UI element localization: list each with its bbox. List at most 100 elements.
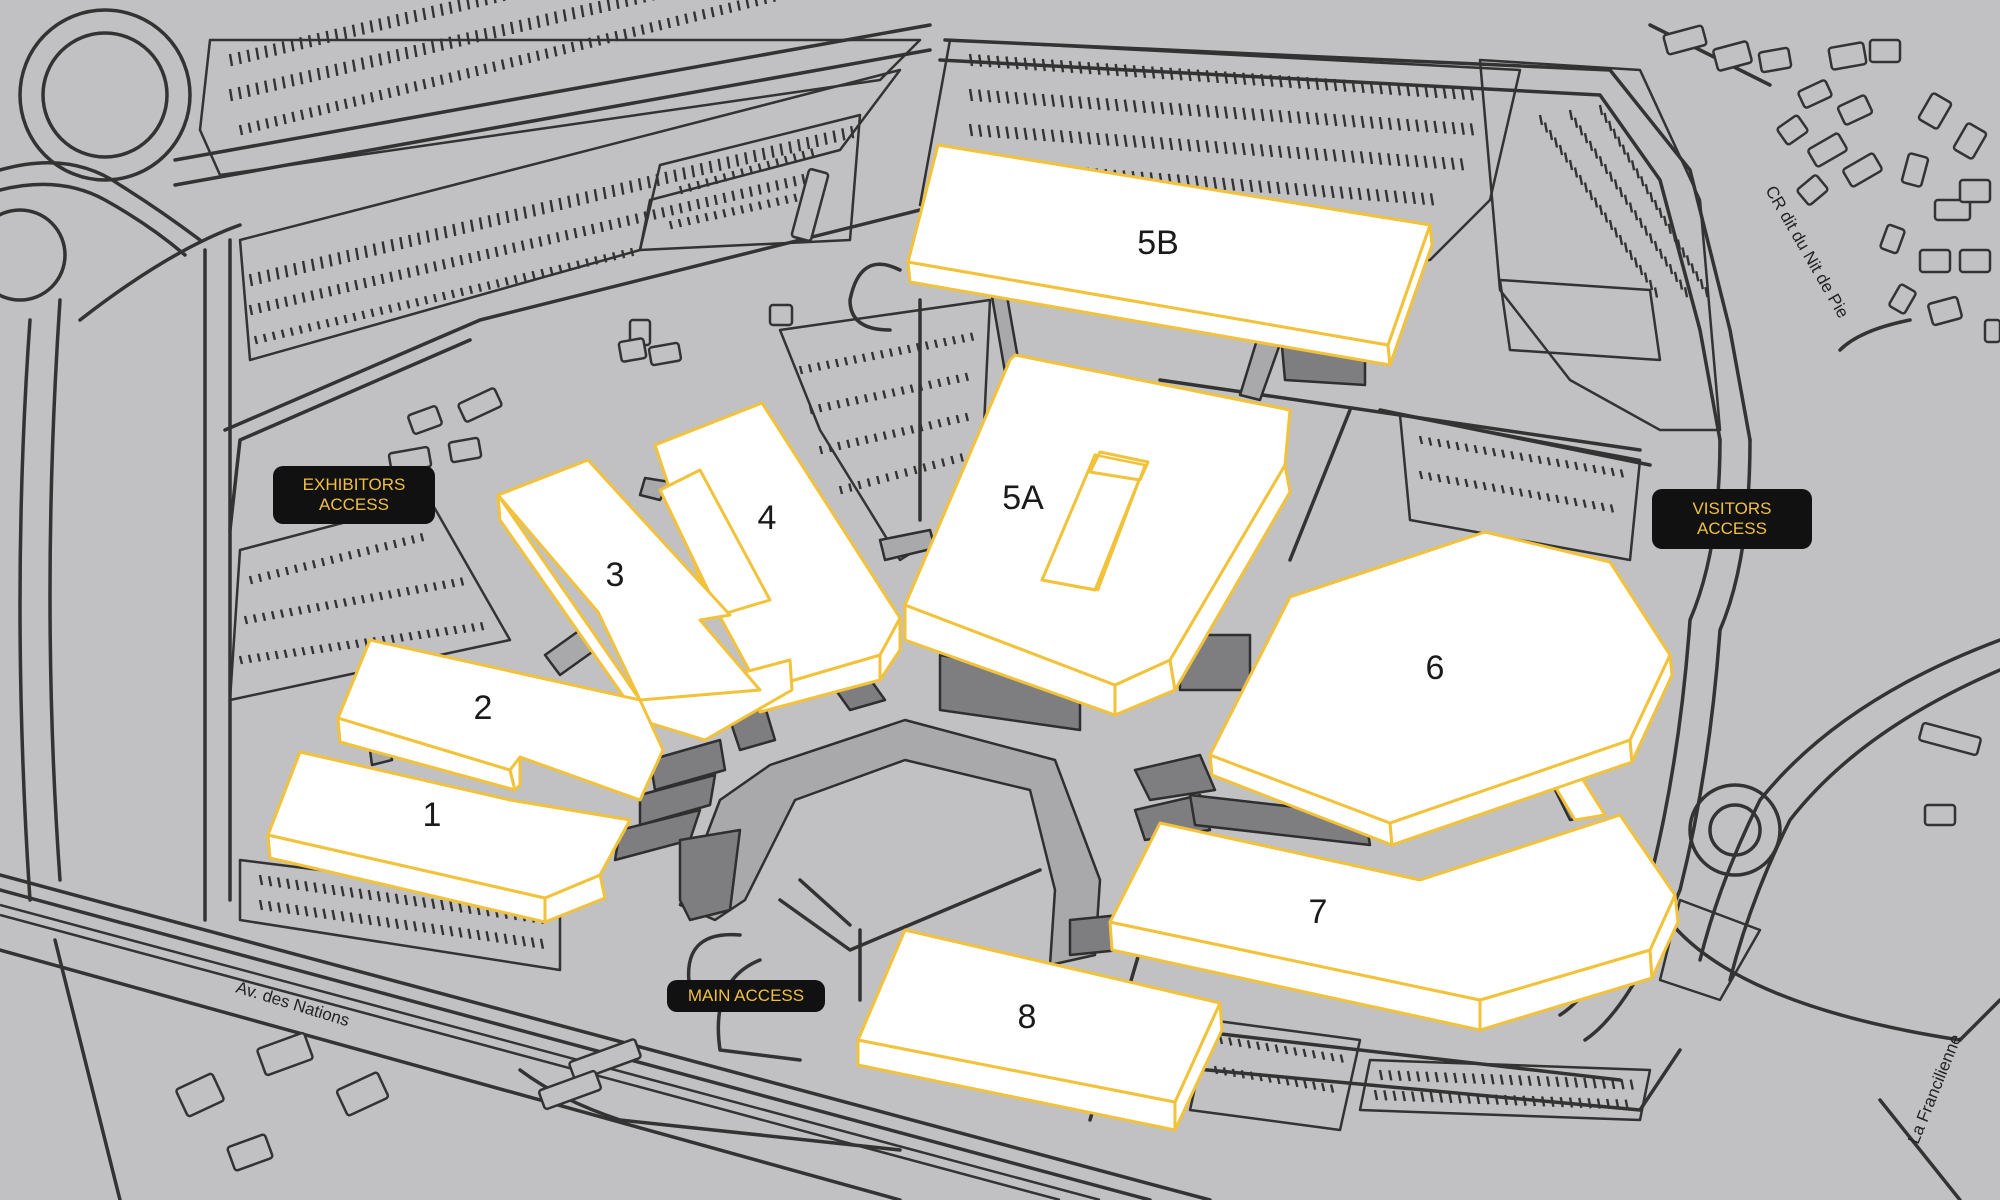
parking-stripe [763,0,768,5]
parking-stripe [317,105,322,116]
hall-4[interactable] [653,401,902,714]
parking-stripe [1014,126,1019,140]
parking-stripe [588,37,593,48]
parking-stripe [1249,179,1254,193]
parking-stripe [1251,108,1256,121]
parking-stripe [1678,279,1684,290]
exhibitors-access-badge[interactable]: EXHIBITORS ACCESS [273,466,435,524]
parking-stripe [597,0,603,14]
visitors-access-badge[interactable]: VISITORS ACCESS [1652,489,1812,549]
parking-stripe [267,901,273,912]
parking-stripe [483,28,488,41]
parking-stripe [849,125,855,139]
parking-stripe [538,236,543,247]
parking-stripe [1510,450,1515,460]
parking-stripe [1041,128,1046,142]
parking-stripe [620,182,625,195]
parking-stripe [897,346,903,356]
parking-stripe [500,59,506,70]
small-building [1662,24,1708,56]
parking-stripe [1423,155,1428,169]
parking-stripe [465,32,471,45]
parking-stripe [256,653,262,662]
parking-stripe [796,139,802,152]
parking-stripe [476,929,481,941]
parking-stripe [1341,149,1346,163]
parking-stripe [460,221,466,235]
parking-stripe [558,264,563,274]
hall-label-1: 1 [423,796,442,834]
hall-6[interactable] [1208,530,1674,847]
parking-stripe [1329,1084,1335,1093]
parking-stripe [318,288,324,299]
parking-stripe [766,160,771,170]
hall-1[interactable] [266,750,632,924]
parking-stripe [1603,212,1609,223]
parking-stripe [302,562,308,571]
parking-stripe [281,41,286,54]
parking-stripe [931,460,937,470]
parking-stripe [372,243,377,256]
parking-stripe [1508,1074,1514,1086]
parking-stripe [1628,249,1634,261]
parking-stripe [882,390,887,399]
parking-stripe [458,902,463,913]
parking-stripe [1618,186,1624,198]
parking-stripe [468,252,473,264]
parking-stripe [501,23,506,37]
parking-stripe [1087,61,1092,75]
hall-8[interactable] [856,928,1224,1132]
parking-stripe [602,186,607,200]
small-building [568,1038,642,1082]
parking-stripe [1330,185,1335,199]
parking-stripe [334,316,339,326]
main-access-badge[interactable]: MAIN ACCESS [667,980,825,1012]
parking-stripe [378,18,383,31]
parking-stripe [1258,180,1263,193]
parking-stripe [950,455,955,465]
parking-stripe [1205,140,1210,153]
parking-stripe [320,557,326,567]
parking-stripe [1638,217,1644,229]
parking-stripe [854,395,859,405]
parking-stripe [338,553,344,562]
parking-stripe [329,555,335,565]
parking-stripe [1558,144,1564,156]
parking-stripe [761,147,766,161]
parking-stripe [757,201,763,210]
parking-stripe [325,318,330,328]
parking-stripe [530,937,536,948]
parking-stripe [1437,473,1442,483]
parking-stripe [333,599,339,609]
parking-stripe [1623,242,1629,253]
parking-stripe [969,332,975,342]
parking-stripe [1643,272,1649,283]
parking-stripe [1312,184,1317,197]
small-building [1900,152,1930,188]
parking-stripe [354,247,360,261]
parking-stripe [770,145,775,158]
parking-stripe [561,43,567,55]
parking-stripe [1277,145,1283,158]
parking-stripe [342,598,348,607]
parking-stripe [413,44,418,58]
hall-5A[interactable] [903,353,1292,717]
parking-stripe [468,285,474,295]
parking-stripe [266,269,271,282]
hall-5B[interactable] [906,143,1434,367]
parking-stripe [394,918,400,929]
parking-stripe [1548,129,1554,141]
parking-stripe [358,913,363,924]
hall-2[interactable] [336,638,665,802]
parking-stripe [354,639,360,649]
parking-stripe [558,197,563,211]
hall-7[interactable] [1108,813,1680,1032]
parking-stripe [360,22,365,35]
parking-stripe [1455,441,1460,451]
parking-stripe [705,178,710,187]
parking-stripe [1222,1067,1228,1076]
parking-stripe [576,260,581,269]
parking-stripe [1096,62,1101,75]
hall-3[interactable] [496,458,794,742]
parking-stripe [486,281,491,290]
